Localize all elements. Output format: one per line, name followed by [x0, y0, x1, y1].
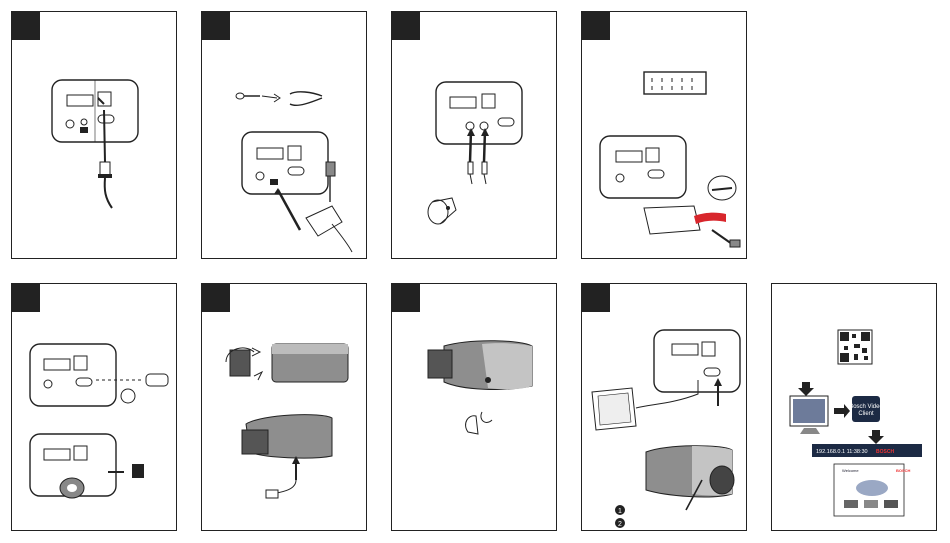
- step-panel-8: 1 2: [581, 283, 747, 531]
- step-panel-1: [11, 11, 177, 259]
- illustration-software-browser: Bosch Video Client 192.168.0.1 11:38:30 …: [772, 284, 938, 532]
- illustration-rear-panel-network: [12, 12, 178, 260]
- illustration-back-focus: [392, 284, 558, 532]
- monitor-icon: [790, 396, 828, 434]
- browser-page: Welcome BOSCH: [834, 464, 911, 516]
- step-panel-3: [391, 11, 557, 259]
- illustration-power-wiring: [202, 12, 368, 260]
- step-panel-6: [201, 283, 367, 531]
- svg-text:Bosch Video: Bosch Video: [849, 404, 883, 410]
- marker-1: 1: [618, 508, 622, 515]
- illustration-monitor-connection: 1 2: [582, 284, 748, 532]
- illustration-lens-mount: [202, 284, 368, 532]
- browser-brand-text: BOSCH: [876, 449, 894, 455]
- marker-2: 2: [618, 521, 622, 528]
- browser-address-text: 192.168.0.1 11:38:30: [816, 449, 868, 455]
- svg-text:Client: Client: [858, 411, 874, 417]
- step-panel-7: [391, 283, 557, 531]
- step-panel-2: [201, 11, 367, 259]
- illustration-alarm-sdcard: [12, 284, 178, 532]
- qr-code-icon: [838, 330, 872, 364]
- illustration-terminal-block: [582, 12, 748, 260]
- illustration-audio-connectors: [392, 12, 558, 260]
- step-panel-5: [11, 283, 177, 531]
- browser-toolbar: 192.168.0.1 11:38:30 BOSCH: [812, 444, 922, 457]
- page-brand: BOSCH: [896, 468, 911, 473]
- step-panel-4: [581, 11, 747, 259]
- page-heading: Welcome: [842, 468, 859, 473]
- bosch-video-client-icon: Bosch Video Client: [849, 396, 883, 422]
- step-panel-9: Bosch Video Client 192.168.0.1 11:38:30 …: [771, 283, 937, 531]
